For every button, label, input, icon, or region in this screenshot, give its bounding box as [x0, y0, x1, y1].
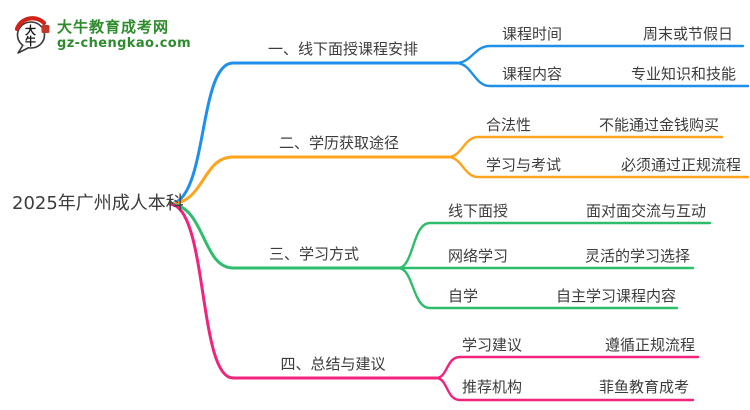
daniu-bull-speech-bubble-icon: 大 牛 — [14, 16, 50, 54]
branch-1-child-1-label: 课程时间 — [502, 25, 563, 43]
branch-2-child-1-value: 不能通过金钱购买 — [598, 116, 719, 134]
branch-4-child-1-value: 遵循正规流程 — [604, 336, 695, 354]
branch-1-child-2-line — [454, 61, 750, 88]
branch-3-child-1-label: 线下面授 — [448, 202, 509, 220]
branch-1-child-2-label: 课程内容 — [502, 65, 563, 83]
branch-4-child-2-label: 推荐机构 — [462, 378, 523, 396]
branch-4-child-1-label: 学习建议 — [462, 336, 523, 354]
branch-3-child-1-line — [396, 221, 712, 270]
branch-3-child-3-value: 自主学习课程内容 — [555, 287, 676, 305]
branch-1-title: 一、线下面授课程安排 — [267, 40, 418, 58]
branch-2-child-1-line — [446, 135, 724, 159]
branch-3-title: 三、学习方式 — [268, 245, 359, 263]
branch-4-child-2-value: 菲鱼教育成考 — [598, 378, 689, 396]
branch-2-child-2-label: 学习与考试 — [486, 156, 562, 174]
logo-site-domain: gz-chengkao.com — [57, 36, 192, 51]
logo-text-block: 大牛教育成考网 gz-chengkao.com — [57, 15, 192, 52]
logo-char-bottom: 牛 — [25, 34, 36, 48]
branch-1-child-1-line — [454, 44, 745, 65]
branch-4-child-2-line — [434, 376, 695, 402]
branch-3-child-2-value: 灵活的学习选择 — [584, 247, 690, 265]
branch-4-title: 四、总结与建议 — [280, 355, 386, 373]
branch-3-child-3-label: 自学 — [448, 287, 479, 305]
branch-3-line — [168, 202, 400, 270]
branch-3-child-2-label: 网络学习 — [448, 247, 509, 265]
branch-1-line — [168, 61, 458, 206]
logo-char-top: 大 — [25, 23, 36, 37]
branch-2-child-1-label: 合法性 — [486, 116, 532, 134]
logo-site-name: 大牛教育成考网 — [57, 18, 170, 36]
branch-3-child-3-line — [396, 266, 679, 310]
site-logo: 大 牛 大牛教育成考网 gz-chengkao.com — [14, 15, 191, 55]
branch-2-line — [168, 155, 450, 206]
branch-4-child-1-line — [434, 355, 700, 380]
branch-1-child-1-value: 周末或节假日 — [642, 25, 733, 43]
root-node-label: 2025年广州成人本科 — [12, 193, 184, 214]
branch-2-child-2-line — [446, 155, 750, 179]
branch-1-child-2-value: 专业知识和技能 — [630, 65, 736, 83]
branch-2-title: 二、学历获取途径 — [278, 134, 399, 152]
branch-4-line — [168, 202, 438, 380]
branch-2-child-2-value: 必须通过正规流程 — [620, 156, 741, 174]
branch-3-child-1-value: 面对面交流与互动 — [585, 202, 706, 220]
